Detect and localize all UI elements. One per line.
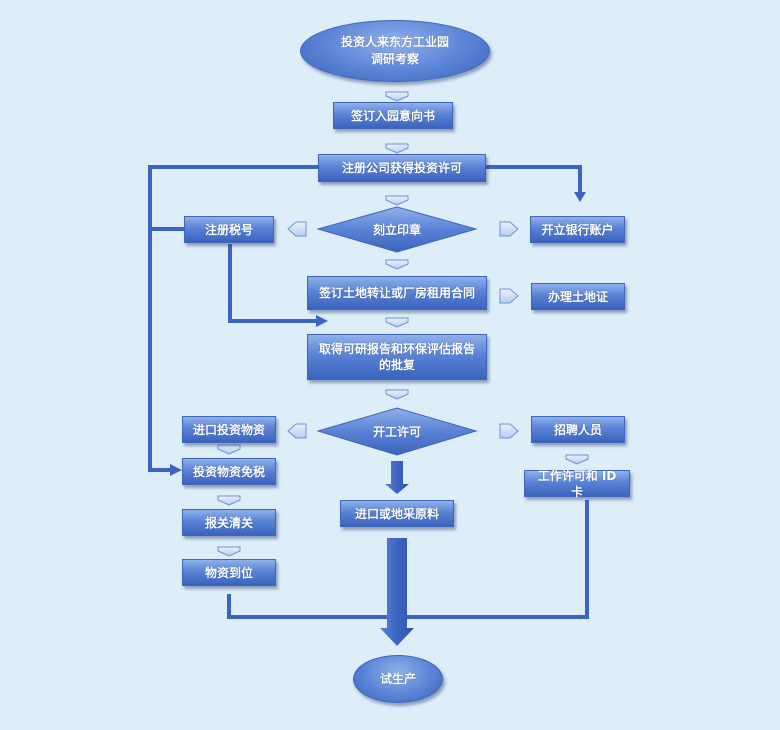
arrow-down-4 [385, 259, 409, 270]
arrow-left-tax [287, 221, 307, 237]
arrow-right-landcert [499, 288, 519, 304]
arrow-right-recruit [499, 423, 519, 439]
arrow-down-9 [217, 546, 241, 557]
arrow-down-10 [565, 454, 589, 465]
arrow-down-3 [385, 195, 409, 206]
arrow-tax-to-feasibility [316, 315, 328, 327]
line-goods-to-end [227, 594, 397, 619]
arrow-left-import [287, 423, 307, 439]
register-company-box: 注册公司获得投资许可 [318, 154, 486, 182]
line-tax-to-feasibility [228, 244, 318, 323]
feasibility-approval-box: 取得可研报告和环保评估报告 的批复 [307, 334, 487, 380]
engrave-seal-label: 刻立印章 [372, 222, 421, 237]
arrow-down-1 [385, 91, 409, 102]
diamond-construction-permit [316, 407, 478, 456]
arrow-right-bank [499, 221, 519, 237]
big-arrow-permit-materials [385, 461, 409, 494]
loop-arrow-head [170, 464, 182, 476]
line-permit-to-end [397, 500, 589, 619]
land-contract-box: 签订土地转让或厂房租用合同 [307, 276, 487, 310]
arrow-down-5 [385, 317, 409, 328]
diamond-engrave-seal [316, 206, 478, 253]
construction-permit-label: 开工许可 [372, 424, 421, 439]
tax-exemption-box: 投资物资免税 [182, 458, 276, 485]
goods-arrival-box: 物资到位 [182, 559, 276, 586]
arrow-to-bank [574, 192, 586, 202]
recruit-box: 招聘人员 [531, 416, 625, 443]
bank-account-box: 开立银行账户 [530, 216, 625, 243]
import-goods-box: 进口投资物资 [182, 416, 276, 443]
loop-line-left [148, 165, 318, 472]
arrow-down-8 [217, 495, 241, 506]
arrow-down-6 [385, 389, 409, 400]
end-ellipse: 试生产 [353, 655, 443, 703]
tax-registration-box: 注册税号 [184, 216, 274, 243]
customs-clearance-box: 报关清关 [182, 509, 276, 536]
big-arrow-materials-end [380, 538, 414, 646]
start-ellipse: 投资人来东方工业园 调研考察 [300, 20, 490, 82]
line-to-bank [486, 165, 582, 196]
work-permit-box: 工作许可和 ID 卡 [524, 469, 630, 499]
arrow-down-7 [217, 444, 241, 455]
materials-box: 进口或地采原料 [340, 500, 454, 527]
land-certificate-box: 办理土地证 [531, 283, 625, 310]
arrow-down-2 [385, 143, 409, 154]
sign-intent-box: 签订入园意向书 [333, 102, 453, 129]
